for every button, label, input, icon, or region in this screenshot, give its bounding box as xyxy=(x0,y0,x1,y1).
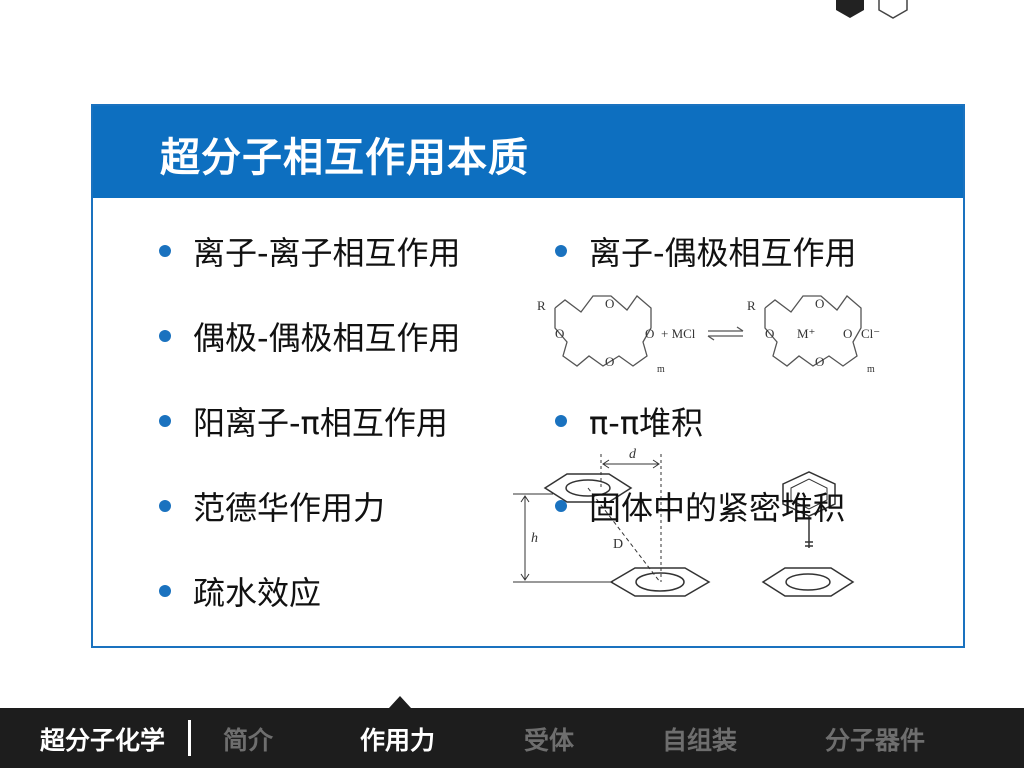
slide-title: 超分子相互作用本质 xyxy=(160,135,529,181)
crown-o-label: O xyxy=(815,354,824,369)
bullet-dot-icon xyxy=(159,330,171,342)
title-bar: 超分子相互作用本质 xyxy=(93,106,963,198)
bullet-dot-icon xyxy=(159,415,171,427)
hexagon-decoration-icon xyxy=(836,0,908,19)
bottom-nav-bar: 超分子化学 简介 作用力 受体 自组装 分子器件 xyxy=(0,708,1024,768)
crown-o-label: O xyxy=(645,326,654,341)
crown-subscript: m xyxy=(657,364,665,375)
reagent-label: + MCl xyxy=(661,326,696,341)
content-card: 超分子相互作用本质 离子-离子相互作用 偶极-偶极相互作用 阳离子-π相互作用 … xyxy=(91,104,965,648)
bullet-dot-icon xyxy=(555,245,567,257)
crown-o-label: O xyxy=(815,296,824,311)
metal-ion-label: M⁺ xyxy=(797,326,815,341)
crown-o-label: O xyxy=(605,296,614,311)
pi-stacking-figure: d h D xyxy=(513,447,855,597)
bullet-cation-pi: 阳离子-π相互作用 xyxy=(159,398,448,444)
bullet-close-packing: 固体中的紧密堆积 xyxy=(555,483,845,529)
bullet-ion-dipole: 离子-偶极相互作用 xyxy=(555,228,857,274)
crown-subscript: m xyxy=(867,364,875,375)
height-h-label: h xyxy=(531,531,538,546)
bullet-dot-icon xyxy=(555,500,567,512)
bullet-dot-icon xyxy=(159,245,171,257)
bullet-van-der-waals: 范德华作用力 xyxy=(159,483,385,529)
nav-tab-molecular-devices[interactable]: 分子器件 xyxy=(825,726,926,755)
crown-o-label: O xyxy=(843,326,852,341)
bullet-dot-icon xyxy=(159,585,171,597)
crown-o-label: O xyxy=(555,326,564,341)
crown-r-left-label: R xyxy=(537,298,546,313)
distance-d-label: d xyxy=(629,447,637,462)
nav-tab-self-assembly[interactable]: 自组装 xyxy=(662,726,738,755)
bullet-pi-pi-stacking: π-π堆积 xyxy=(555,398,703,444)
nav-tab-receptors[interactable]: 受体 xyxy=(524,726,575,755)
nav-tab-forces[interactable]: 作用力 xyxy=(360,726,436,755)
bullet-dipole-dipole: 偶极-偶极相互作用 xyxy=(159,313,461,359)
bullet-hydrophobic: 疏水效应 xyxy=(159,568,321,614)
crown-r-right-label: R xyxy=(747,298,756,313)
crown-ether-reaction-figure: R O O O O m + MCl R O O M⁺ O Cl⁻ O m xyxy=(537,295,880,375)
active-tab-caret-icon xyxy=(389,696,411,708)
crown-o-label: O xyxy=(605,354,614,369)
nav-divider xyxy=(188,720,191,756)
nav-tab-intro[interactable]: 简介 xyxy=(223,726,274,755)
bullet-dot-icon xyxy=(555,415,567,427)
bullet-ion-ion: 离子-离子相互作用 xyxy=(159,228,461,274)
nav-brand-title: 超分子化学 xyxy=(40,726,166,755)
crown-o-label: O xyxy=(765,326,774,341)
chloride-label: Cl⁻ xyxy=(861,326,880,341)
distance-D-label: D xyxy=(613,537,623,552)
bullet-dot-icon xyxy=(159,500,171,512)
